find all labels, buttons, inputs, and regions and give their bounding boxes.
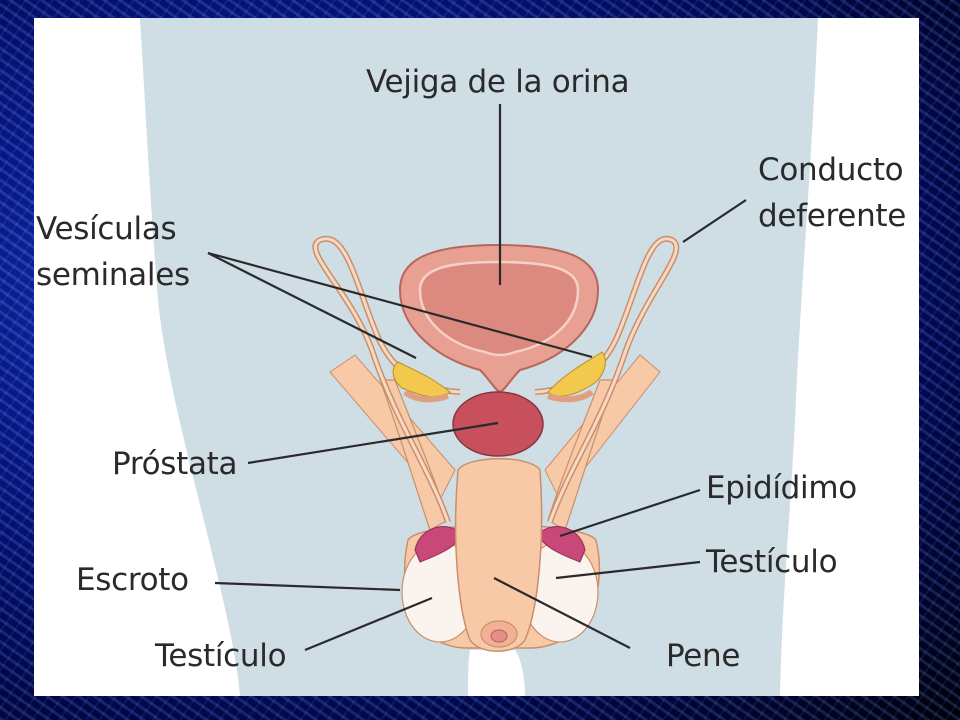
- right-seminal-vesicle: [547, 351, 606, 397]
- label-scrotum: Escroto: [76, 562, 189, 598]
- vas-deferens-leader: [682, 199, 747, 243]
- leader-lines: [207, 104, 747, 652]
- bladder-inner: [418, 260, 580, 357]
- urethral-opening: [490, 629, 508, 643]
- label-penis: Pene: [666, 638, 741, 674]
- label-prostate: Próstata: [112, 446, 238, 482]
- reproductive-anatomy-diagram: [140, 18, 818, 696]
- label-bladder: Vejiga de la orina: [366, 64, 630, 100]
- testicle-right-leader: [555, 560, 701, 580]
- prostate-leader: [247, 421, 499, 465]
- label-testicle-right: Testículo: [706, 544, 838, 580]
- label-seminal-vesicles-1: Vesículas: [36, 211, 177, 247]
- testicle-left-leader: [304, 596, 433, 652]
- penis-leader: [493, 577, 631, 649]
- scrotum-leader: [214, 581, 401, 592]
- seminal-vesicle-leader-left: [207, 252, 417, 359]
- label-seminal-vesicles-2: seminales: [36, 257, 190, 293]
- label-testicle-left: Testículo: [155, 638, 287, 674]
- epididymis-leader: [559, 488, 701, 538]
- diagram-panel: Vejiga de la orina Conducto deferente Ve…: [34, 18, 919, 696]
- label-epididymis: Epidídimo: [706, 470, 857, 506]
- seminal-vesicle-leader-right: [207, 251, 593, 359]
- penis-shaft: [454, 458, 543, 652]
- label-vas-deferens-1: Conducto: [758, 152, 904, 188]
- label-vas-deferens-2: deferente: [758, 198, 907, 234]
